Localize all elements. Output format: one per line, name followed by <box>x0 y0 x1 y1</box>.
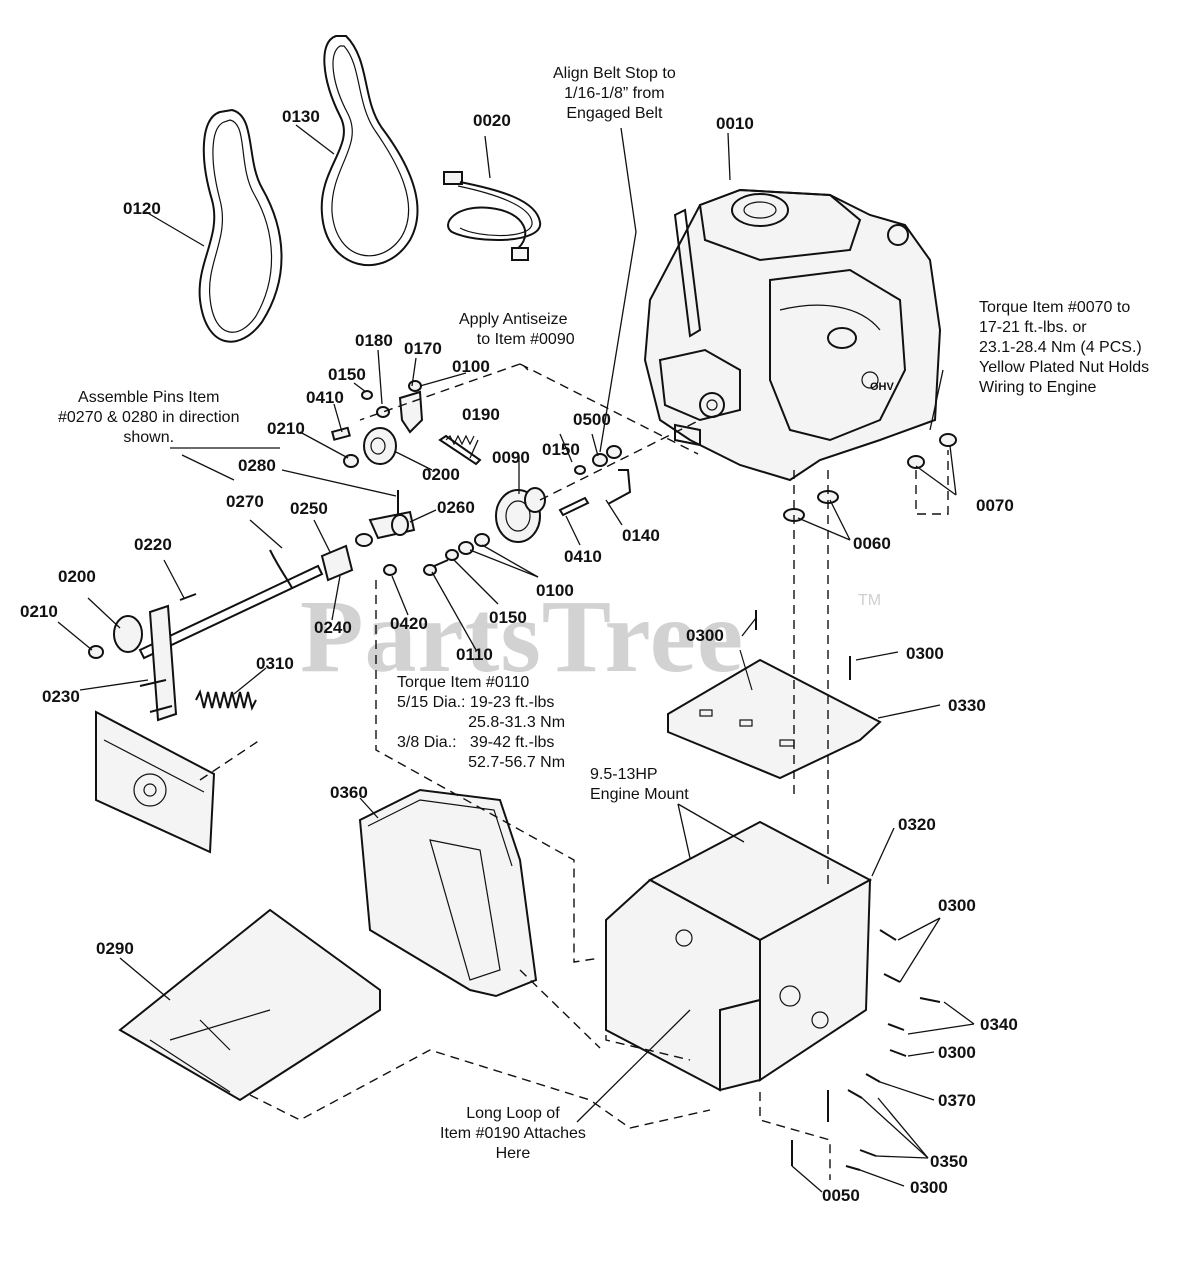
callout-0150-upper[interactable]: 0150 <box>328 365 366 384</box>
pulley-0090 <box>495 445 632 543</box>
rod-0230 <box>88 549 324 722</box>
callout-0210-upper[interactable]: 0210 <box>267 419 305 438</box>
control-plate <box>95 710 216 854</box>
callout-0360[interactable]: 0360 <box>330 783 368 802</box>
callout-0300-frame-mid[interactable]: 0300 <box>938 1043 976 1062</box>
partstree-watermark: PartsTree <box>300 579 745 694</box>
callout-0010[interactable]: 0010 <box>716 114 754 133</box>
callout-0320[interactable]: 0320 <box>898 815 936 834</box>
note-assemble-pins: Assemble Pins Item #0270 & 0280 in direc… <box>58 389 240 446</box>
callout-0420[interactable]: 0420 <box>390 614 428 633</box>
callout-0290[interactable]: 0290 <box>96 939 134 958</box>
callout-0260[interactable]: 0260 <box>437 498 475 517</box>
cord-0020 <box>443 171 542 261</box>
callout-0310[interactable]: 0310 <box>256 654 294 673</box>
callout-0280[interactable]: 0280 <box>238 456 276 475</box>
note-torque-0070: Torque Item #0070 to 17-21 ft.-lbs. or 2… <box>979 299 1150 396</box>
cover-0290 <box>118 908 381 1102</box>
note-belt-stop: Align Belt Stop to 1/16-1/8” from Engage… <box>553 65 676 122</box>
idler-hardware-upper <box>330 380 482 468</box>
note-antiseize: Apply Antiseize to Item #0090 <box>459 311 575 348</box>
frame-0320 <box>605 820 873 1092</box>
callout-0060[interactable]: 0060 <box>853 534 891 553</box>
callout-0070[interactable]: 0070 <box>976 496 1014 515</box>
leader-lines <box>57 124 975 1193</box>
callout-0210-lower[interactable]: 0210 <box>20 602 58 621</box>
callout-0250[interactable]: 0250 <box>290 499 328 518</box>
trademark-mark: TM <box>858 592 882 609</box>
note-engine-mount: 9.5-13HP Engine Mount <box>590 766 689 803</box>
callout-0300-frame-bottom[interactable]: 0300 <box>910 1178 948 1197</box>
callout-0100-upper[interactable]: 0100 <box>452 357 490 376</box>
callout-0200-lower[interactable]: 0200 <box>58 567 96 586</box>
callout-0090[interactable]: 0090 <box>492 448 530 467</box>
callout-0500[interactable]: 0500 <box>573 410 611 429</box>
callout-0150-lower[interactable]: 0150 <box>489 608 527 627</box>
alignment-lines <box>199 363 949 1180</box>
callout-0370[interactable]: 0370 <box>938 1091 976 1110</box>
callout-0270[interactable]: 0270 <box>226 492 264 511</box>
callout-0300-plate-left[interactable]: 0300 <box>686 626 724 645</box>
engine-0010 <box>643 188 942 482</box>
callout-0300-frame-top[interactable]: 0300 <box>938 896 976 915</box>
belt-0130 <box>320 35 419 267</box>
note-torque-0110: Torque Item #0110 5/15 Dia.: 19-23 ft.-l… <box>397 674 566 771</box>
callout-0120[interactable]: 0120 <box>123 199 161 218</box>
washers-0060 <box>783 490 839 522</box>
callout-0050[interactable]: 0050 <box>822 1186 860 1205</box>
callout-0020[interactable]: 0020 <box>473 111 511 130</box>
callout-0230[interactable]: 0230 <box>42 687 80 706</box>
callout-0180[interactable]: 0180 <box>355 331 393 350</box>
note-long-loop: Long Loop of Item #0190 Attaches Here <box>440 1105 586 1162</box>
callout-0220[interactable]: 0220 <box>134 535 172 554</box>
bolts-0300-0340-0350-0370 <box>755 610 941 1171</box>
callout-0110[interactable]: 0110 <box>456 645 493 664</box>
mount-plate-0330 <box>667 649 882 780</box>
callout-0240[interactable]: 0240 <box>314 618 352 637</box>
callout-0340[interactable]: 0340 <box>980 1015 1018 1034</box>
callout-0200-upper[interactable]: 0200 <box>422 465 460 484</box>
callout-0190[interactable]: 0190 <box>462 405 500 424</box>
belt-0120 <box>198 108 283 343</box>
callout-0130[interactable]: 0130 <box>282 107 320 126</box>
callout-0350[interactable]: 0350 <box>930 1152 968 1171</box>
spring-0310 <box>195 689 257 711</box>
callout-0330[interactable]: 0330 <box>948 696 986 715</box>
callout-0140[interactable]: 0140 <box>622 526 660 545</box>
callout-0150-right[interactable]: 0150 <box>542 440 580 459</box>
callout-0100-lower[interactable]: 0100 <box>536 581 574 600</box>
belt-cover-0360 <box>358 788 538 998</box>
engine-decal-label: OHV <box>870 381 895 393</box>
callout-0410-lower[interactable]: 0410 <box>564 547 602 566</box>
callout-0170[interactable]: 0170 <box>404 339 442 358</box>
callout-0300-plate-right[interactable]: 0300 <box>906 644 944 663</box>
nut-0070 <box>907 433 957 469</box>
bracket-0260 <box>320 490 490 582</box>
callout-0410-upper[interactable]: 0410 <box>306 388 344 407</box>
